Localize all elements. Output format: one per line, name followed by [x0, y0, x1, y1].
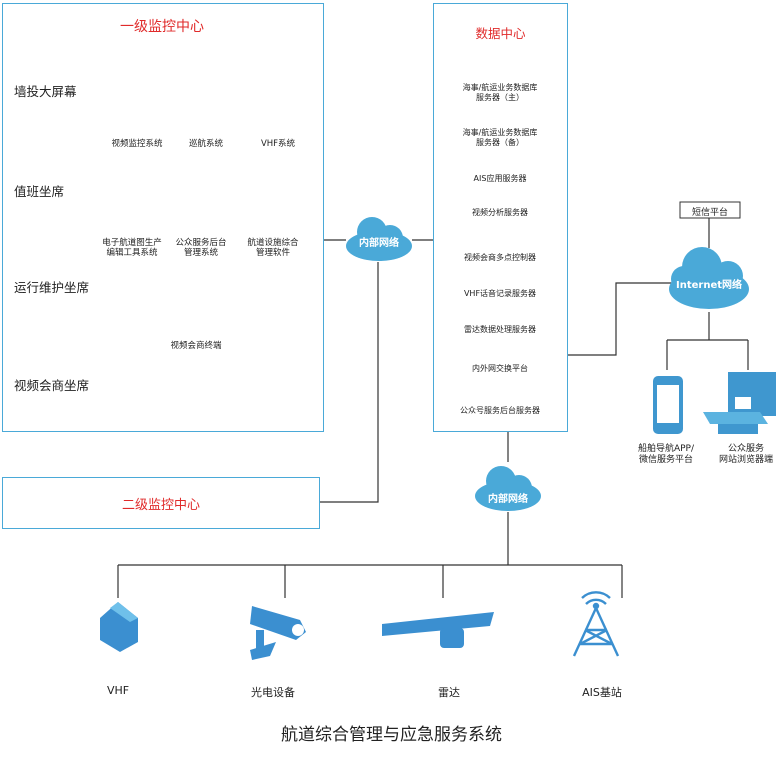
- device-label-vhf: VHF: [106, 684, 130, 697]
- server-label: AIS应用服务器: [473, 174, 527, 183]
- device-label-ais: AIS基站: [582, 686, 622, 699]
- cloud-internet-label: Internet网络: [675, 280, 742, 291]
- server-label: 视频分析服务器: [472, 208, 528, 217]
- ais-tower-icon: [572, 591, 620, 657]
- item-video-monitor: 视频监控系统: [111, 139, 163, 149]
- cloud-internet-icon: [669, 247, 749, 309]
- desktop-icon: [703, 372, 776, 434]
- cloud-internal-top-label: 内部网络: [359, 238, 399, 249]
- server-label: 内外网交换平台: [472, 364, 528, 373]
- item-vhf-system: VHF系统: [260, 139, 296, 149]
- sms-label: 短信平台: [691, 208, 728, 218]
- cloud-internal-bottom-icon: [475, 466, 541, 511]
- row-label-video: 视频会商坐席: [14, 378, 90, 393]
- phone-label: 船舶导航APP/ 微信服务平台: [637, 444, 695, 465]
- phone-icon: [653, 376, 683, 434]
- cloud-internal-bottom-label: 内部网络: [488, 494, 528, 505]
- level1-center-box: [2, 3, 324, 432]
- server-label: VHF话音记录服务器: [463, 289, 537, 298]
- server-label: 海事/航运业务数据库 服务器（主）: [462, 83, 538, 102]
- row-label-wall: 墙投大屏幕: [14, 84, 77, 99]
- vhf-device-icon: [100, 602, 138, 652]
- datacenter-title: 数据中心: [475, 26, 526, 41]
- device-label-camera: 光电设备: [251, 686, 295, 699]
- item-patrol: 巡航系统: [188, 139, 223, 149]
- cloud-internal-top-icon: [346, 217, 412, 261]
- item-video-terminal: 视频会商终端: [170, 341, 222, 351]
- level2-center-box: [2, 477, 320, 529]
- server-label: 公众号服务后台服务器: [460, 406, 540, 415]
- radar-icon: [382, 612, 494, 648]
- datacenter-box: [433, 3, 568, 432]
- device-label-radar: 雷达: [438, 686, 460, 699]
- desktop-label: 公众服务 网站浏览器端: [718, 444, 773, 465]
- item-public-admin: 公众服务后台 管理系统: [175, 238, 227, 258]
- item-enc-tool: 电子航道图生产 编辑工具系统: [102, 238, 162, 258]
- item-facility-mgmt: 航道设施综合 管理软件: [247, 238, 299, 258]
- server-label: 雷达数据处理服务器: [464, 325, 536, 334]
- level2-title: 二级监控中心: [121, 498, 200, 513]
- level1-title: 一级监控中心: [120, 19, 204, 35]
- row-label-ops: 运行维护坐席: [14, 280, 90, 295]
- sms-box: [679, 201, 741, 219]
- server-label: 视频会商多点控制器: [464, 253, 536, 262]
- camera-icon: [250, 606, 306, 660]
- server-label: 海事/航运业务数据库 服务器（备）: [462, 128, 538, 147]
- row-label-duty: 值班坐席: [14, 184, 65, 199]
- diagram-title: 航道综合管理与应急服务系统: [281, 725, 502, 745]
